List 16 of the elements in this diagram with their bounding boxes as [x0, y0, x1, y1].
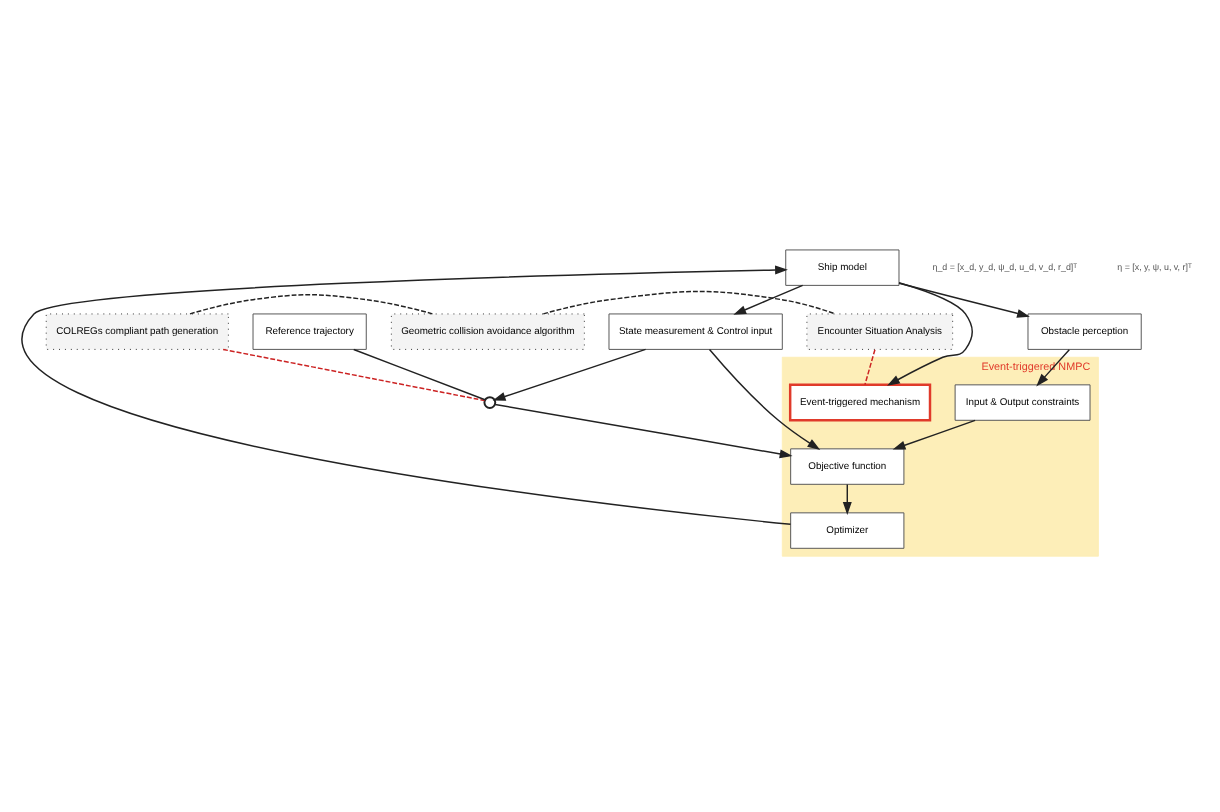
arrow	[21, 264, 792, 525]
connector	[222, 347, 486, 401]
connector	[542, 289, 836, 314]
arrow	[1036, 347, 1070, 386]
arrow	[733, 283, 804, 314]
connector	[189, 292, 434, 314]
arrow	[708, 347, 821, 449]
connector	[864, 347, 876, 385]
arrow	[898, 281, 1030, 317]
node-circle	[483, 395, 497, 408]
arrow	[892, 418, 976, 449]
connector	[352, 347, 486, 400]
arrow	[842, 482, 852, 514]
arrow	[492, 347, 647, 400]
arrow	[494, 402, 793, 458]
arrow	[887, 281, 973, 385]
